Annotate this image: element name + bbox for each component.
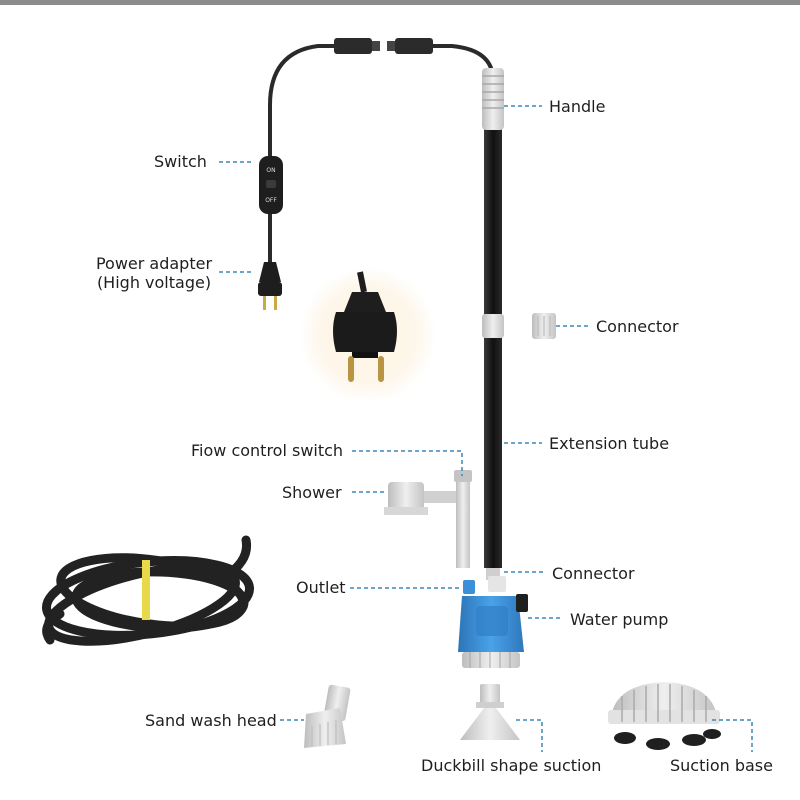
label-suction-base: Suction base [670,756,773,775]
leader-flow-control [352,450,463,476]
sand-wash-head [304,684,351,748]
hose-tie [142,560,150,620]
label-connector-top: Connector [596,317,679,336]
cable-connector-left [334,38,372,54]
water-pump [458,576,528,668]
label-water-pump: Water pump [570,610,669,629]
coiled-hose [41,535,255,646]
switch-off-text: OFF [265,197,277,204]
label-outlet: Outlet [296,578,346,597]
inline-switch: ON OFF [259,156,283,214]
handle-grip [482,68,504,130]
label-power-adapter-line2: (High voltage) [96,273,212,292]
extension-tube-assembly [482,68,504,580]
shower-head [388,482,424,512]
outlet-nozzle [463,580,475,594]
label-power-adapter-line1: Power adapter [95,254,213,273]
label-sand-wash-head: Sand wash head [145,711,277,730]
power-cable [268,38,495,262]
pump-intake [462,652,520,668]
power-plug-closeup [300,267,436,403]
leader-duckbill [516,719,543,752]
label-duckbill-suction: Duckbill shape suction [421,756,602,775]
suction-base [608,682,721,750]
label-handle: Handle [549,97,606,116]
label-shower: Shower [282,483,342,502]
label-extension-tube: Extension tube [549,434,670,453]
connector-part [532,313,556,339]
shower-assembly [384,470,472,568]
switch-on-text: ON [266,167,275,174]
label-connector-bottom: Connector [552,564,635,583]
duckbill-suction [460,684,520,740]
cable-connector-right [395,38,433,54]
leader-lines [219,105,753,752]
label-flow-control-switch: Fiow control switch [191,441,344,460]
label-power-adapter: Power adapter (High voltage) [92,254,216,292]
cable-plug [258,262,282,310]
tube-middle-connector [482,314,504,338]
outlet-pipe [456,478,470,568]
top-border [0,0,800,5]
label-switch: Switch [154,152,207,171]
